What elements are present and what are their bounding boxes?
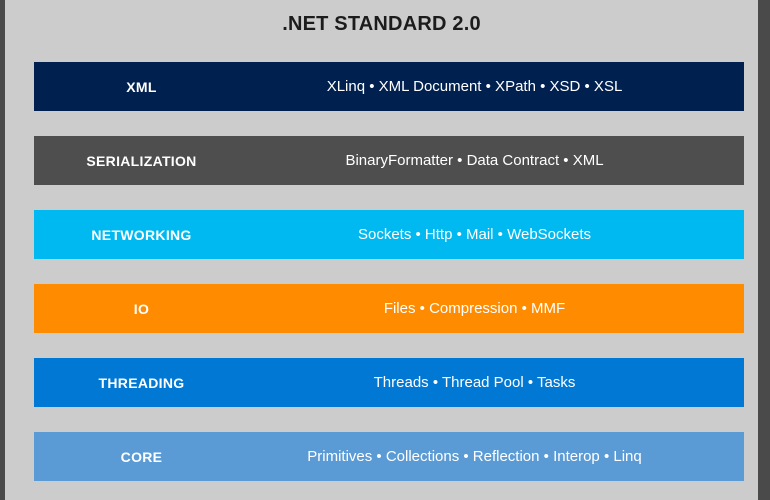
layer-row-xml: XML XLinq • XML Document • XPath • XSD •… [34,62,744,111]
layer-members-core: Primitives • Collections • Reflection • … [307,448,642,465]
layer-name-xml: XML [126,78,157,95]
layer-name-io: IO [133,300,150,317]
layer-row-core: CORE Primitives • Collections • Reflecti… [34,432,744,481]
layer-name-threading: THREADING [98,374,185,391]
layer-row-serialization: SERIALIZATION BinaryFormatter • Data Con… [34,136,744,185]
page-title: .NET STANDARD 2.0 [282,13,481,35]
layer-members-threading: Threads • Thread Pool • Tasks [373,374,576,391]
layer-members-serialization: BinaryFormatter • Data Contract • XML [345,152,604,169]
layer-name-networking: NETWORKING [91,226,192,243]
layer-members-xml: XLinq • XML Document • XPath • XSD • XSL [326,78,623,95]
layer-members-networking: Sockets • Http • Mail • WebSockets [357,226,592,243]
layer-row-networking: NETWORKING Sockets • Http • Mail • WebSo… [34,210,744,259]
layer-name-serialization: SERIALIZATION [86,152,197,169]
layer-row-threading: THREADING Threads • Thread Pool • Tasks [34,358,744,407]
layer-name-core: CORE [120,448,163,465]
layer-row-io: IO Files • Compression • MMF [34,284,744,333]
layer-members-io: Files • Compression • MMF [383,300,566,317]
